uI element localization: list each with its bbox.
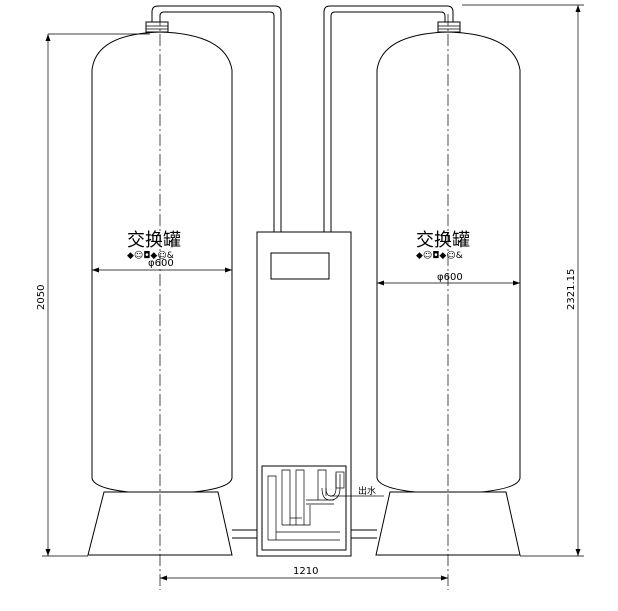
control-cabinet: 出水 — [232, 231, 384, 557]
left-tank-label: 交换罐 — [127, 230, 181, 251]
right-tank-body — [376, 31, 521, 495]
right-logo: ◆☺◘◆☺& — [416, 250, 463, 261]
left-tank-body — [91, 31, 233, 495]
outlet-label: 出水 — [358, 485, 376, 497]
right-diameter-label: φ600 — [437, 272, 463, 283]
left-logo: ◆☺◘◆☺& — [127, 250, 174, 261]
cabinet-display — [270, 252, 330, 280]
right-height-dimension: 2321.15 — [462, 4, 584, 557]
right-top-pipe-inner — [330, 11, 446, 232]
right-top-pipe-outer — [323, 5, 454, 232]
right-tank: φ600 交换罐 ◆☺◘◆☺& — [323, 5, 521, 590]
left-valve-head — [145, 21, 169, 33]
right-height-label: 2321.15 — [566, 269, 577, 310]
center-spacing-label: 1210 — [293, 566, 318, 577]
right-tank-label: 交换罐 — [416, 230, 470, 251]
center-spacing-dimension: 1210 — [160, 566, 448, 581]
left-top-pipe-outer — [151, 5, 282, 232]
left-tank: φ600 交换罐 ◆☺◘◆☺& — [87, 5, 282, 590]
left-height-label: 2050 — [36, 285, 47, 310]
cabinet-bottom-compartment — [261, 465, 347, 551]
right-valve-head — [437, 21, 461, 33]
left-height-dimension: 2050 — [36, 33, 150, 557]
left-diameter-label: φ600 — [148, 258, 174, 269]
